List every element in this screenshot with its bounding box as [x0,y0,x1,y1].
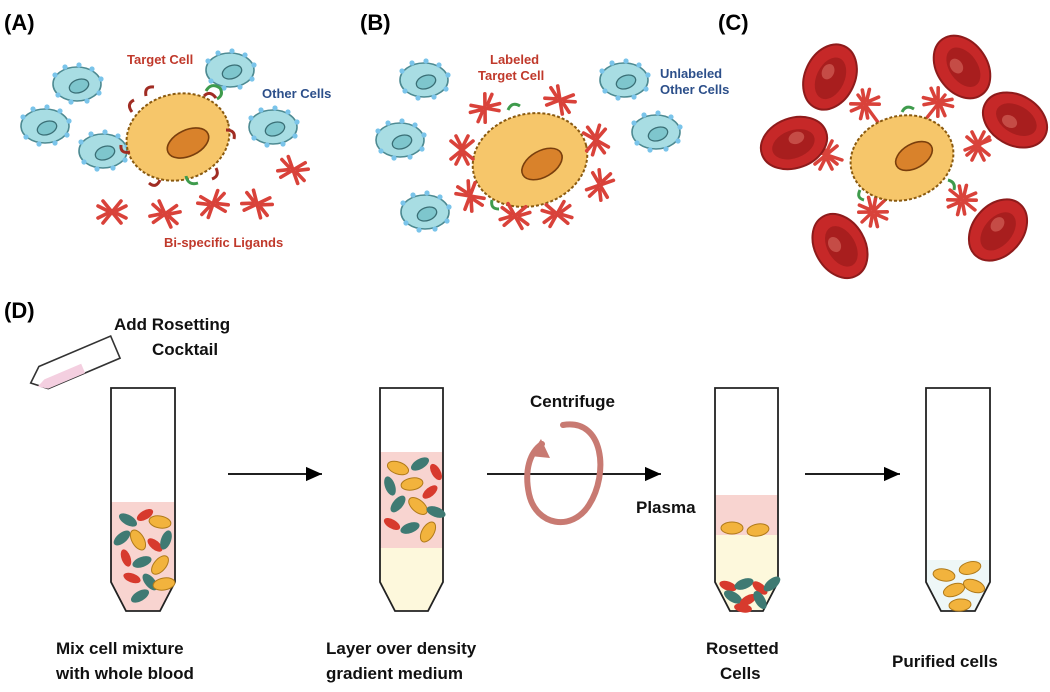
other-cell [19,103,73,148]
ligand [583,166,617,204]
ligand [845,84,885,124]
ligand [274,153,312,187]
step2-line2: gradient medium [326,664,463,683]
pipette-icon [29,335,122,390]
label-cocktail: Cocktail [152,340,218,359]
panel-label-d: (D) [4,298,35,323]
red-blood-cell [791,34,869,120]
target-cell [119,84,236,187]
label-other-cells: Other Cells [262,86,331,101]
ligand [540,81,580,119]
panel-c [752,23,1050,289]
other-cell [51,61,105,106]
label-labeled-line2: Target Cell [478,68,544,83]
ligand [965,130,991,162]
panel-label-a: (A) [4,10,35,35]
ligand [539,198,575,230]
tube-rosetted [714,387,783,614]
ligand [146,197,184,231]
step2-line1: Layer over density [326,639,477,658]
label-bispecific-ligands: Bi-specific Ligands [164,235,283,250]
panel-label-b: (B) [360,10,391,35]
ligand [497,200,533,232]
other-cell [598,57,652,102]
other-cell [398,57,452,102]
rosetted-target-cell [849,105,956,202]
label-target-cell: Target Cell [127,52,193,67]
label-labeled-line1: Labeled [490,52,539,67]
centrifuge-icon [524,421,604,526]
step4-label: Purified cells [892,652,998,671]
step3-line1: Rosetted [706,639,779,658]
labeled-target-cell [471,102,589,211]
other-cell [399,189,453,234]
ligand [449,134,475,166]
step1-line2: with whole blood [55,664,194,683]
panel-b: Labeled Target Cell Unlabeled Other Cell… [374,52,729,234]
other-cell [247,104,301,149]
ligand [465,88,505,128]
ligand [580,122,612,158]
ligand [194,187,232,221]
label-plasma: Plasma [636,498,696,517]
panel-d: Add Rosetting Cocktail Mix cell mixture … [29,315,998,683]
ligand [237,186,277,222]
tube-purified [925,387,991,613]
other-cell [630,109,684,154]
other-cell [374,117,428,162]
label-unlabeled-line2: Other Cells [660,82,729,97]
panel-label-c: (C) [718,10,749,35]
step3-line2: Cells [720,664,761,683]
step1-line1: Mix cell mixture [56,639,184,658]
ligand [942,180,982,220]
label-unlabeled-line1: Unlabeled [660,66,722,81]
tube-layer [379,387,448,612]
tube-mix [110,387,177,612]
panel-a: Target Cell Other Cells Bi-specific Liga… [19,47,331,250]
label-centrifuge: Centrifuge [530,392,615,411]
label-add-rosetting: Add Rosetting [114,315,230,334]
ligand [96,199,128,225]
